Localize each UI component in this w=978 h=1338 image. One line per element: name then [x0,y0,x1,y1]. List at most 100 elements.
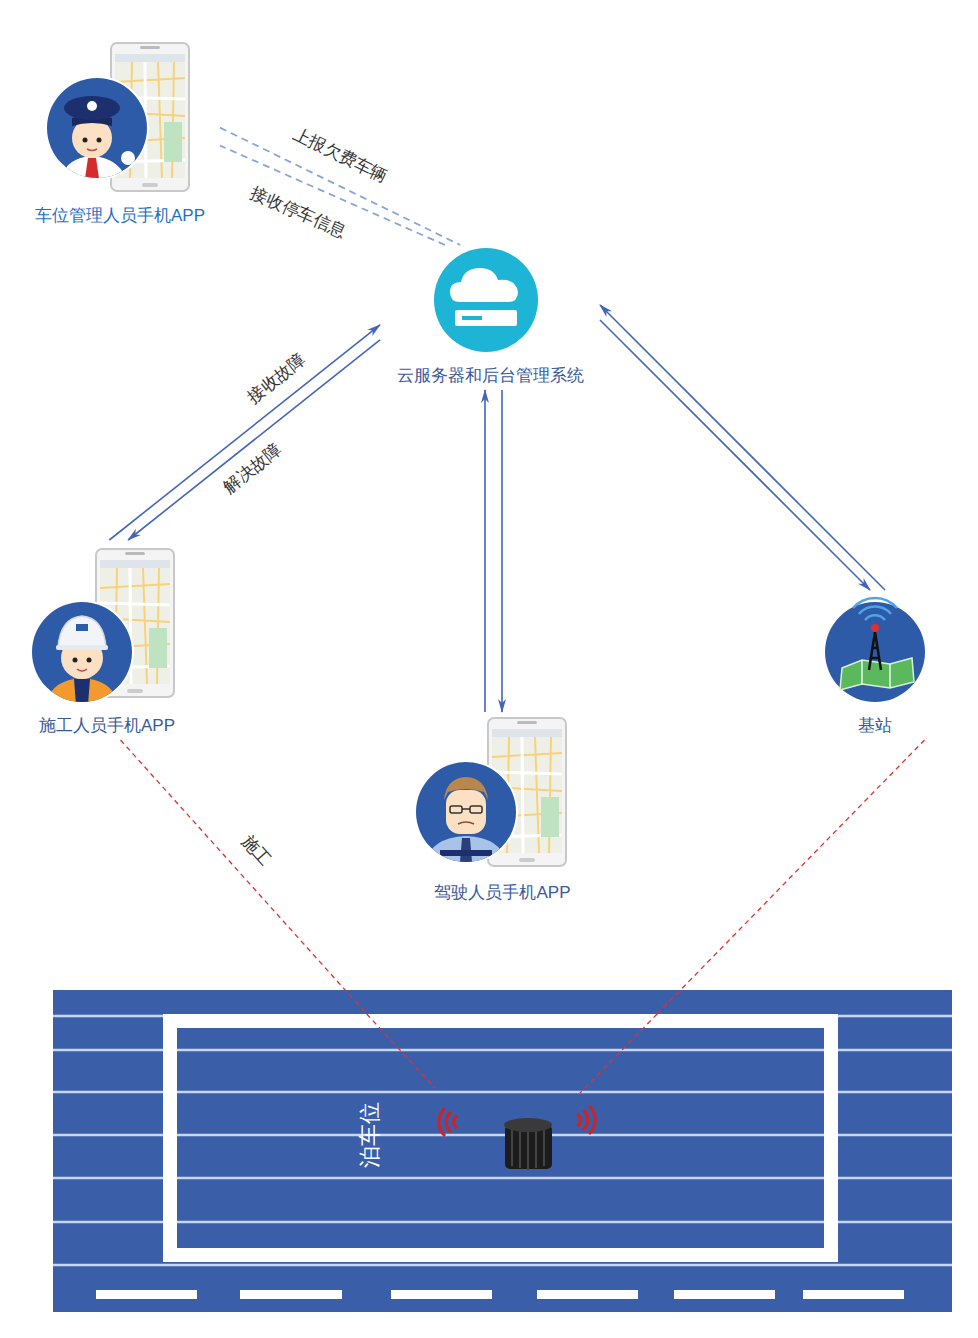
road [53,1221,952,1224]
connector-label: 上报欠费车辆 [287,123,393,189]
officer-avatar [60,96,135,185]
worker-avatar [30,600,134,704]
cloud-server-icon [450,268,518,302]
officer-avatar [45,76,149,185]
connector [484,390,486,712]
cloud-server-icon [455,310,517,326]
signal-leader [580,1014,657,1093]
driver-avatar [458,822,474,824]
parking-sensor [511,1130,513,1166]
worker-avatar [58,616,106,648]
connector-label: 接收故障 [242,348,313,410]
base-station-icon [853,598,897,620]
base-station-node: 基站 [800,590,950,740]
app-node: 驾驶人员手机APP [410,712,595,907]
node-label: 车位管理人员手机APP [35,206,205,226]
base-station-icon [862,660,890,688]
worker-avatar [74,679,90,705]
base-station-icon [840,658,914,690]
road [53,1134,952,1137]
driver-avatar [470,806,482,813]
cloud-server-icon [434,248,538,352]
worker-avatar [56,645,108,650]
driver-avatar [450,806,462,813]
base-station-icon [823,598,927,704]
worker-avatar [87,658,92,663]
road [53,990,952,1312]
cloud-server-icon [462,316,482,320]
node-label: 基站 [858,716,892,736]
road [170,1021,831,1255]
worker-avatar [77,669,87,671]
driver-avatar [426,777,506,866]
parking-sensor [535,1131,537,1168]
connector [600,305,885,590]
worker-avatar [46,678,118,705]
cloud-server-icon [434,248,538,352]
parking-sensor [439,1108,457,1136]
connector [128,340,380,540]
connector [109,325,380,540]
worker-avatar [30,600,134,705]
app-node: 车位管理人员手机APP [20,40,220,230]
officer-avatar [87,149,97,151]
worker-avatar [73,658,78,663]
driver-avatar [414,760,518,866]
node-label: 云服务器和后台管理系统 [397,366,584,386]
road [537,1290,638,1299]
road [53,1091,952,1094]
road [96,1290,904,1299]
officer-avatar [60,156,128,185]
officer-avatar [121,151,135,165]
connector [501,390,503,712]
node-label: 泊车位 [357,1102,383,1168]
connector [657,740,924,1014]
worker-avatar [76,624,88,631]
base-station-icon [825,602,925,702]
parking-sensor [512,1130,544,1170]
road [803,1290,904,1299]
officer-avatar [83,138,88,143]
parking-space: 泊车位 [163,1014,839,1263]
driver-avatar [440,850,492,856]
parking-sensor [577,1106,595,1134]
road [53,1264,952,1267]
road [53,1177,952,1180]
parking-sensor [439,1106,595,1170]
connector-label: 接收停车信息 [244,182,351,244]
driver-avatar [444,777,488,800]
worker-avatar [46,616,118,705]
node-label: 施工人员手机APP [39,716,175,736]
officer-avatar [97,138,102,143]
officer-avatar [64,96,120,120]
road [53,1016,952,1265]
signal-leader [367,1014,435,1088]
connector [600,320,870,590]
officer-avatar [84,158,100,185]
parking-sensor [527,1131,529,1170]
driver-avatar [462,808,470,810]
connector-label: 解决故障 [217,438,288,500]
parking-sensor [519,1131,521,1168]
connector [121,740,367,1014]
connector-label: 施工 [235,830,277,873]
road [53,1049,952,1052]
app-node: 施工人员手机APP [22,540,192,740]
parking-sensor [543,1130,545,1166]
node-label: 驾驶人员手机APP [434,883,570,903]
parking-sensor [504,1118,552,1132]
officer-avatar [87,101,97,111]
road [240,1290,342,1299]
road [53,990,952,1312]
driver-avatar [426,836,506,865]
driver-avatar [446,790,486,834]
road [96,1290,197,1299]
server-node: 云服务器和后台管理系统 [380,245,600,390]
road [391,1290,492,1299]
road [674,1290,775,1299]
base-station-icon [871,624,879,632]
base-station-icon [869,632,881,670]
